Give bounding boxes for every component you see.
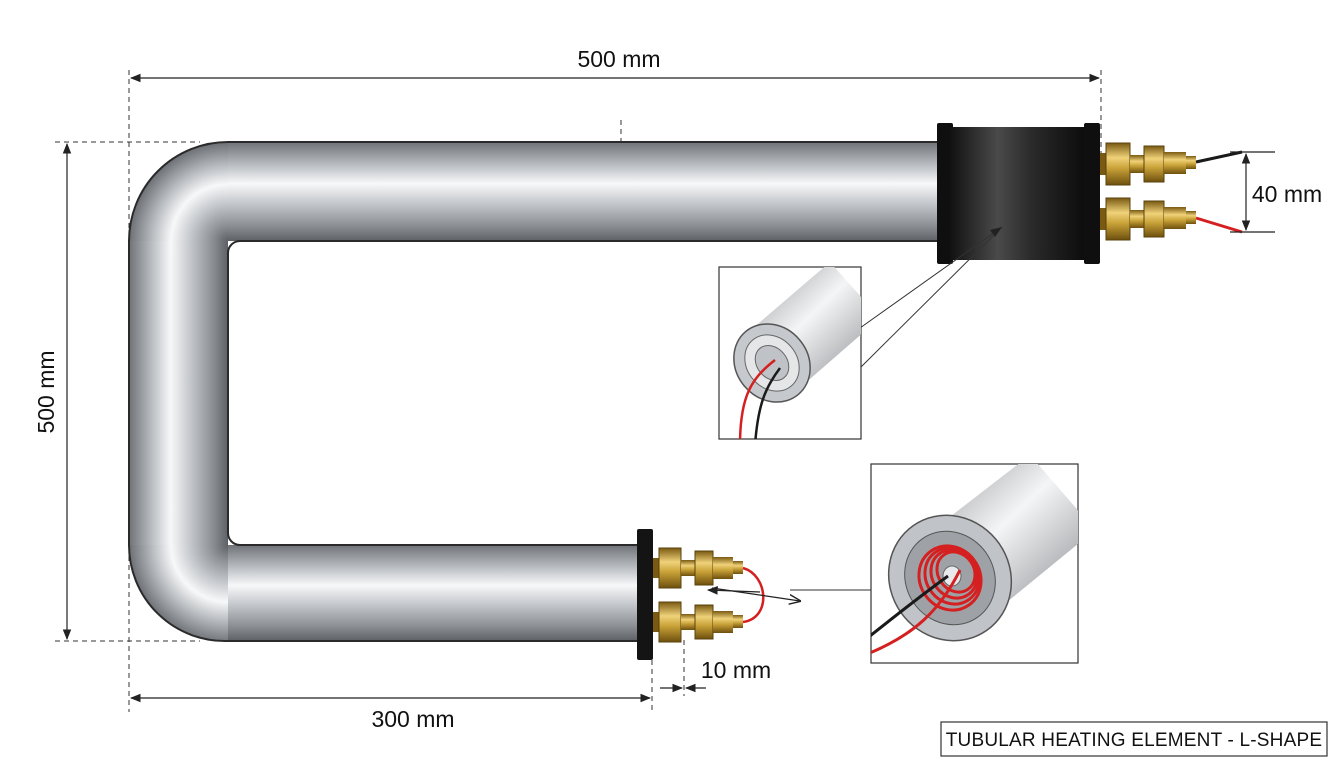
bottom-terminal-upper [653, 547, 743, 589]
leader-lines [790, 226, 1003, 591]
leader-arrowhead [990, 227, 1002, 237]
terminal-spacing-label: 40 mm [1252, 181, 1322, 207]
dimension-lines [62, 73, 1275, 703]
overall-length-label: 500 mm [577, 46, 660, 72]
bottom-terminals [653, 547, 800, 643]
coil-detail [870, 463, 1079, 664]
red-wire [1195, 216, 1243, 234]
bottom-terminal-lower [653, 601, 743, 643]
overall-height-label: 500 mm [33, 350, 59, 433]
bottom-pointer-arrow [711, 587, 800, 601]
title-block: TUBULAR HEATING ELEMENT - L-SHAPE [940, 721, 1328, 757]
bottom-flange [637, 529, 653, 660]
top-terminal-lower [1100, 197, 1196, 241]
lower-leg-length-label: 300 mm [371, 706, 454, 732]
top-terminals [1100, 142, 1243, 241]
bottom-pointer-arrow-left [706, 586, 761, 595]
black-wire [1195, 150, 1243, 164]
tube-end-detail [718, 266, 862, 440]
heating-tube [128, 141, 940, 643]
diagram-title: TUBULAR HEATING ELEMENT - L-SHAPE [946, 730, 1322, 751]
terminal-gap-label: 10 mm [701, 657, 771, 683]
top-terminal-block [937, 123, 1100, 264]
top-terminal-upper [1100, 142, 1196, 186]
